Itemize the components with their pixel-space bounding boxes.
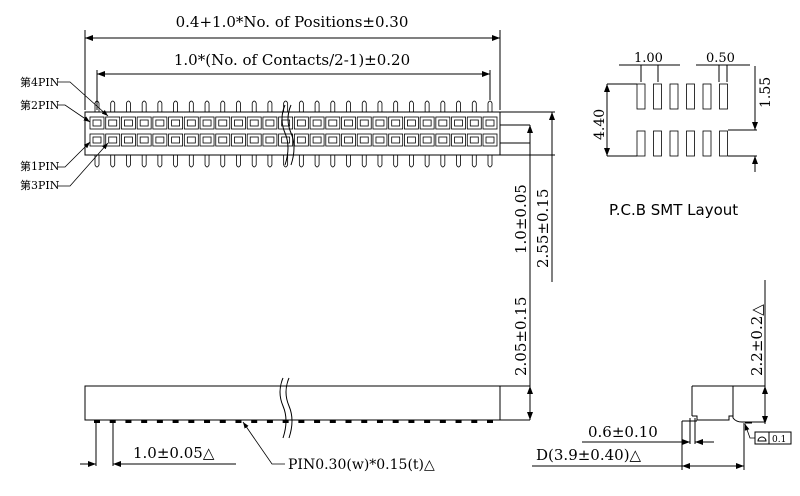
pin-pair xyxy=(325,100,341,168)
side-pin xyxy=(487,420,493,423)
housing-side xyxy=(84,385,501,421)
pin-pair xyxy=(136,100,152,168)
pin-pair xyxy=(403,100,419,168)
pin-pair xyxy=(341,100,356,168)
side-pin xyxy=(188,420,195,423)
top-view: 0.4+1.0*No. of Positions±0.30 1.0*(No. o… xyxy=(20,13,555,282)
pin4-label: 第4PIN xyxy=(20,75,60,89)
pin-pair xyxy=(372,100,388,168)
side-pin xyxy=(345,420,352,423)
pin-pair xyxy=(152,100,168,168)
pad-top xyxy=(702,83,712,110)
pin-pair xyxy=(451,100,466,168)
pin1-label: 第1PIN xyxy=(20,159,60,173)
pad-bottom xyxy=(719,130,728,157)
pin-pair xyxy=(388,100,404,168)
pin-pair xyxy=(262,100,278,168)
end-height-dim: 2.2±0.2△ xyxy=(748,304,766,376)
side-view: 2.05±0.15 1.0±0.05△ PIN0.30(w)*0.15(t)△ xyxy=(80,282,533,473)
pin-pair xyxy=(278,100,294,168)
pin-pair xyxy=(183,100,199,168)
pin-note: PIN0.30(w)*0.15(t)△ xyxy=(288,457,435,473)
side-pin xyxy=(376,420,383,423)
pitch-dim: 1.00 xyxy=(634,51,663,66)
dim-height-2: 2.55±0.15 xyxy=(534,189,552,268)
side-pin xyxy=(172,420,179,423)
side-pin xyxy=(455,420,462,423)
side-pin xyxy=(94,420,100,423)
pin3-label: 第3PIN xyxy=(20,178,60,192)
side-pin xyxy=(219,420,226,423)
pitch-dim-side: 1.0±0.05△ xyxy=(133,444,215,462)
pcb-layout: 4.40 1.00 0.50 1.55 P.C.B SMT Layout xyxy=(592,51,774,219)
dim-height-1: 1.0±0.05 xyxy=(512,184,530,254)
flatness-icon xyxy=(757,436,767,442)
side-pin xyxy=(471,420,478,423)
side-pin xyxy=(439,420,446,423)
side-pin xyxy=(141,420,148,423)
contact-dim-text: 1.0*(No. of Contacts/2-1)±0.20 xyxy=(174,51,410,69)
pin-array xyxy=(89,100,498,168)
end-view: 2.2±0.2△ 0.6±0.10 D(3.9±0.40)△ 0.1 xyxy=(532,280,792,470)
pad-width-dim: 0.50 xyxy=(706,51,735,66)
pin-pair xyxy=(246,100,262,168)
pin-pair xyxy=(89,100,105,168)
pin-pair xyxy=(215,100,231,168)
pin-pair xyxy=(293,100,309,168)
pin-pair xyxy=(482,100,498,168)
pad-top xyxy=(669,83,679,110)
side-pin xyxy=(361,420,368,423)
side-pin xyxy=(392,420,399,423)
side-pin xyxy=(329,420,336,423)
overall-dim-text: 0.4+1.0*No. of Positions±0.30 xyxy=(176,13,409,31)
pad-bottom xyxy=(702,130,712,157)
pin2-label: 第2PIN xyxy=(20,98,60,112)
flatness-value: 0.1 xyxy=(772,435,786,445)
pin-pair xyxy=(419,100,435,168)
pad-bottom xyxy=(636,130,646,157)
lead-dim: 0.6±0.10 xyxy=(588,423,658,441)
side-pin xyxy=(204,420,211,423)
row-span-dim: 4.40 xyxy=(592,109,608,140)
pin-pair xyxy=(231,100,246,168)
pin-pair xyxy=(121,100,136,168)
pad-top xyxy=(686,83,695,110)
pin-pair xyxy=(466,100,482,168)
side-pin xyxy=(235,420,242,423)
pad-array xyxy=(636,83,728,157)
housing-top xyxy=(84,111,501,156)
side-pin xyxy=(109,420,116,423)
pad-bottom xyxy=(653,130,662,157)
side-pin xyxy=(125,420,132,423)
pad-length-dim: 1.55 xyxy=(758,77,774,108)
pin-pair xyxy=(199,100,215,168)
pin-pair xyxy=(105,100,121,168)
pad-top xyxy=(719,83,728,110)
side-pin xyxy=(156,420,163,423)
pad-bottom xyxy=(669,130,679,157)
flatness-symbol-box xyxy=(754,431,770,445)
side-pin xyxy=(251,420,258,423)
pad-top xyxy=(653,83,662,110)
pad-top xyxy=(636,83,646,110)
side-pin xyxy=(314,420,321,423)
pcb-layout-title: P.C.B SMT Layout xyxy=(609,201,738,219)
side-pin xyxy=(408,420,415,423)
pad-bottom xyxy=(686,130,695,157)
depth-dim: D(3.9±0.40)△ xyxy=(536,446,642,464)
side-pin xyxy=(424,420,431,423)
side-height-dim: 2.05±0.15 xyxy=(512,297,530,376)
side-pin xyxy=(266,420,273,423)
pin-pair xyxy=(309,100,325,168)
pin-pair xyxy=(356,100,372,168)
pin-pair xyxy=(168,100,184,168)
side-pin xyxy=(298,420,305,423)
pin-pair xyxy=(435,100,451,168)
